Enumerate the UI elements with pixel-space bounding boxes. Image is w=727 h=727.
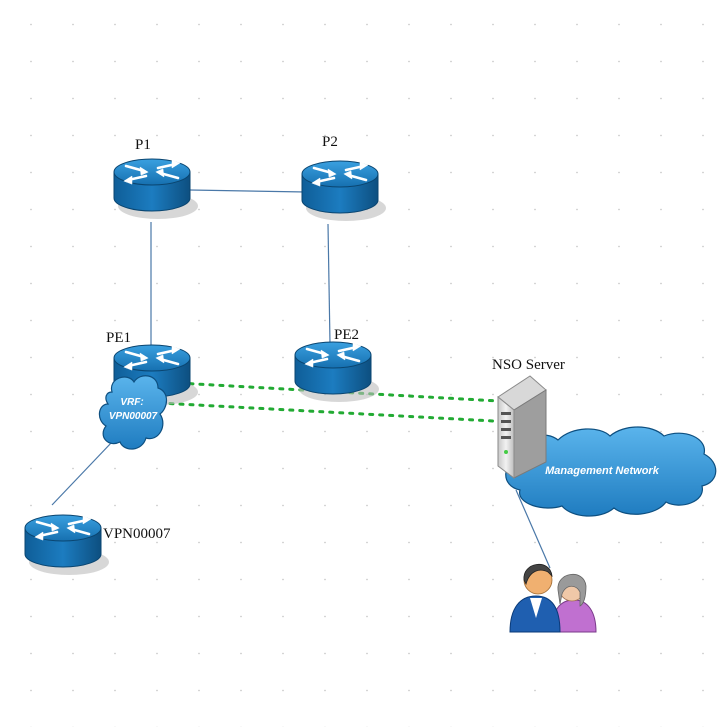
router-p1[interactable]	[112, 157, 200, 221]
nso-server[interactable]	[497, 375, 547, 479]
router-icon	[300, 159, 388, 223]
label-p1: P1	[135, 137, 151, 153]
management-network-cloud[interactable]: Management Network	[505, 426, 717, 517]
vrf-cloud-line2: VPN00007	[109, 411, 158, 422]
label-ce: VPN00007	[103, 526, 171, 542]
router-icon	[293, 340, 381, 404]
label-p2: P2	[322, 134, 338, 150]
label-nso: NSO Server	[492, 357, 565, 373]
router-p2[interactable]	[300, 159, 388, 223]
router-icon	[112, 157, 200, 221]
users[interactable]	[509, 563, 597, 633]
link-vrf-ce	[51, 441, 113, 506]
vrf-cloud-line1: VRF:	[120, 397, 143, 408]
link-p2-pe2	[327, 223, 331, 345]
link-p1-p2	[189, 189, 307, 193]
link-nso-users	[515, 489, 551, 569]
label-pe2: PE2	[334, 327, 359, 343]
server-icon	[497, 375, 547, 479]
label-pe1: PE1	[106, 330, 131, 346]
management-link-pe1	[158, 380, 518, 404]
management-link-vrf	[158, 401, 514, 424]
router-icon	[23, 513, 111, 577]
users-icon	[509, 563, 597, 633]
router-pe2[interactable]	[293, 340, 381, 404]
management-network-label: Management Network	[545, 465, 660, 477]
router-ce[interactable]	[23, 513, 111, 577]
vrf-cloud[interactable]: VRF: VPN00007	[98, 375, 168, 450]
